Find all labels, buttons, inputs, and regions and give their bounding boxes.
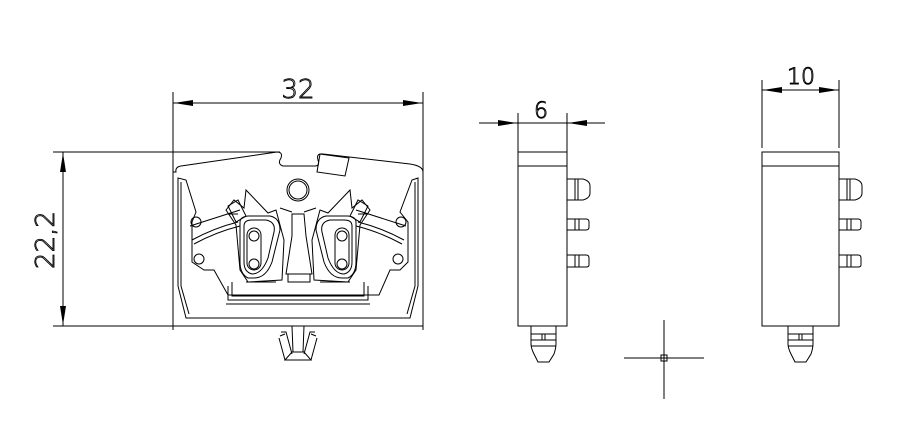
center-hole — [286, 178, 310, 202]
side-view-right: 10 — [761, 65, 863, 363]
side-connectors-right — [839, 178, 863, 268]
dimension-width-32: 32 — [172, 75, 424, 330]
center-insulator — [279, 207, 317, 283]
dimension-width-10: 10 — [761, 65, 840, 148]
front-view: 32 22,2 — [31, 75, 424, 361]
dimension-label-10: 10 — [787, 65, 815, 90]
housing-outline — [172, 151, 424, 327]
left-clamp — [189, 188, 285, 283]
din-rail-foot — [278, 325, 318, 361]
side-body-right — [761, 151, 840, 327]
dimension-width-6: 6 — [479, 99, 605, 152]
bottom-channel — [226, 281, 370, 305]
mounting-holes — [190, 216, 407, 265]
side-foot-right — [787, 326, 814, 363]
dimension-label-6: 6 — [534, 99, 548, 124]
right-clamp — [311, 188, 407, 283]
side-foot-left — [530, 326, 557, 363]
side-view-left: 6 — [479, 99, 605, 363]
side-connectors-left — [567, 178, 591, 268]
dimension-label-22-2: 22,2 — [31, 211, 61, 269]
dimension-height-22-2: 22,2 — [31, 151, 280, 327]
side-body-left — [517, 151, 568, 327]
dimension-label-32: 32 — [281, 75, 314, 105]
crosshair-cursor[interactable] — [624, 320, 704, 399]
